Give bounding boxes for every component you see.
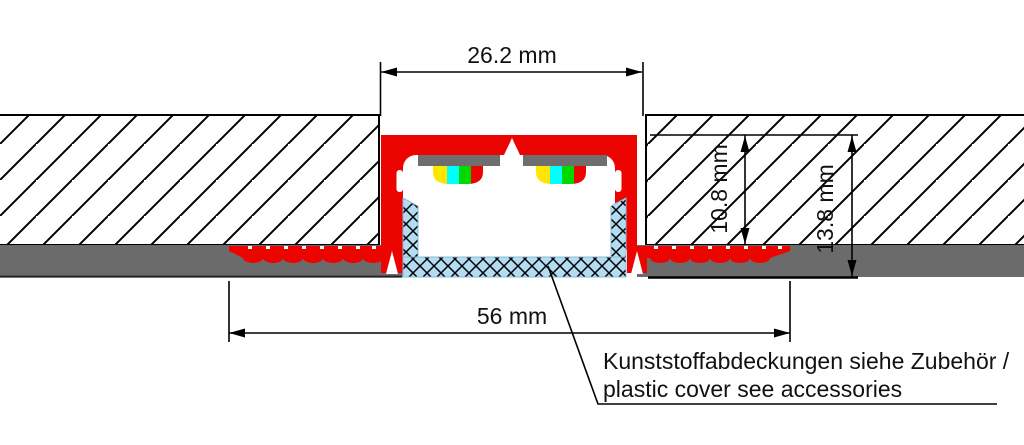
profile-cutouts <box>248 138 782 274</box>
led-module-left <box>433 166 483 184</box>
center-marking-notch <box>504 138 520 155</box>
cover-leg-left <box>402 197 419 263</box>
dim-label-profile-width: 26.2 mm <box>467 42 556 68</box>
dimension-mounting-width: 56 mm <box>228 281 791 342</box>
arrowhead-right <box>774 328 790 338</box>
led-chip-red <box>574 166 586 184</box>
leader-line <box>547 265 997 405</box>
led-chip-cyan <box>550 166 562 184</box>
foot-notch-left <box>386 251 398 274</box>
arrowhead-right <box>626 67 642 77</box>
dimension-recess-depth: 10.8 mm <box>650 134 858 245</box>
cover-leg-right <box>610 197 627 263</box>
wall-board-right <box>645 114 1024 246</box>
dimension-profile-width: 26.2 mm <box>379 42 644 116</box>
note-line-1: Kunststoffabdeckungen siehe Zubehör / <box>603 348 1010 374</box>
led-chip-yellow <box>536 166 550 184</box>
wall-board-left <box>0 114 380 246</box>
dimension-overall-depth: 13.8 mm <box>812 135 857 277</box>
arrowhead-up <box>847 136 857 152</box>
led-module-right <box>536 166 586 184</box>
dim-label-recess-depth: 10.8 mm <box>706 144 732 233</box>
flange-perforations <box>248 246 782 249</box>
plastic-cover <box>402 197 627 278</box>
led-chip-yellow <box>433 166 447 184</box>
foot-notch-right <box>631 251 643 274</box>
pcb-right <box>523 155 607 166</box>
profile-left-wall <box>381 135 403 273</box>
led-chip-green <box>562 166 574 184</box>
led-chip-cyan <box>447 166 459 184</box>
dim-label-overall-depth: 13.8 mm <box>812 164 838 253</box>
cover-note: Kunststoffabdeckungen siehe Zubehör / pl… <box>547 265 1010 405</box>
arrowhead-up <box>740 136 750 152</box>
inner-fillet-right <box>602 155 615 168</box>
dim-label-mounting-width: 56 mm <box>477 303 547 329</box>
inner-fillet-left <box>403 155 416 168</box>
arrowhead-left <box>381 67 397 77</box>
cover-base <box>402 256 627 278</box>
arrowhead-left <box>229 328 245 338</box>
note-line-2: plastic cover see accessories <box>603 376 902 402</box>
groove-right <box>615 170 622 192</box>
profile-flange-right <box>647 246 790 263</box>
led-chip-red <box>471 166 483 184</box>
arrowhead-down <box>847 260 857 276</box>
pcb-left <box>418 155 500 166</box>
groove-left <box>396 170 403 192</box>
led-chip-green <box>459 166 471 184</box>
arrowhead-down <box>740 228 750 244</box>
profile-flange-left <box>229 246 383 263</box>
